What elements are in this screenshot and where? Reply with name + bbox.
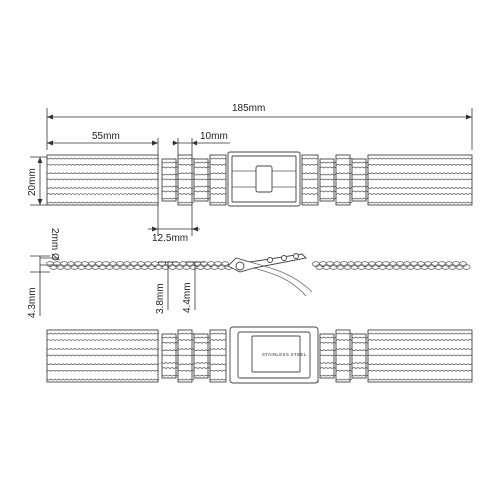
mesh-link — [351, 158, 369, 202]
mesh-link — [177, 154, 195, 206]
clasp-side — [227, 253, 313, 297]
bottom-view: STAINLESS STEEL — [46, 326, 473, 384]
side-view: 2mm Ø 4.3mm 3.8mm 4.4mm — [27, 228, 471, 318]
clasp-engraving: STAINLESS STEEL — [262, 352, 307, 357]
mesh-link — [335, 154, 353, 206]
mesh-link — [193, 158, 211, 202]
chain-link — [462, 264, 471, 270]
center-link-length-label: 12.5mm — [152, 233, 188, 244]
mesh-segment — [367, 154, 473, 206]
mesh-link — [319, 333, 337, 379]
mesh-link — [351, 333, 369, 379]
mesh-link — [161, 158, 179, 202]
wire-diameter-label: 2mm Ø — [49, 228, 60, 261]
mesh-segment — [46, 329, 160, 383]
mesh-link — [209, 154, 227, 206]
top-view: 185mm 55mm 10mm 20mm — [27, 103, 473, 244]
mesh-link — [209, 329, 227, 383]
mesh-link — [301, 154, 319, 206]
mesh-band-top — [46, 154, 473, 206]
mesh-link — [177, 329, 195, 383]
band-width-label: 20mm — [27, 168, 38, 196]
mesh-segment — [46, 154, 160, 206]
mesh-link — [335, 329, 353, 383]
end-thickness-label: 4.3mm — [27, 287, 38, 318]
link-length-label: 10mm — [200, 131, 228, 142]
clasp-bottom: STAINLESS STEEL — [229, 326, 319, 384]
mesh-link — [193, 333, 211, 379]
mesh-link — [161, 333, 179, 379]
mesh-segment — [367, 329, 473, 383]
mesh-link — [319, 158, 337, 202]
clasp-top — [227, 151, 301, 207]
link-thickness-a-label: 3.8mm — [155, 283, 166, 314]
end-segment-length-label: 55mm — [92, 131, 120, 142]
mesh-chain-side — [46, 261, 471, 270]
link-thickness-b-label: 4.4mm — [182, 282, 193, 313]
total-length-label: 185mm — [232, 103, 265, 114]
